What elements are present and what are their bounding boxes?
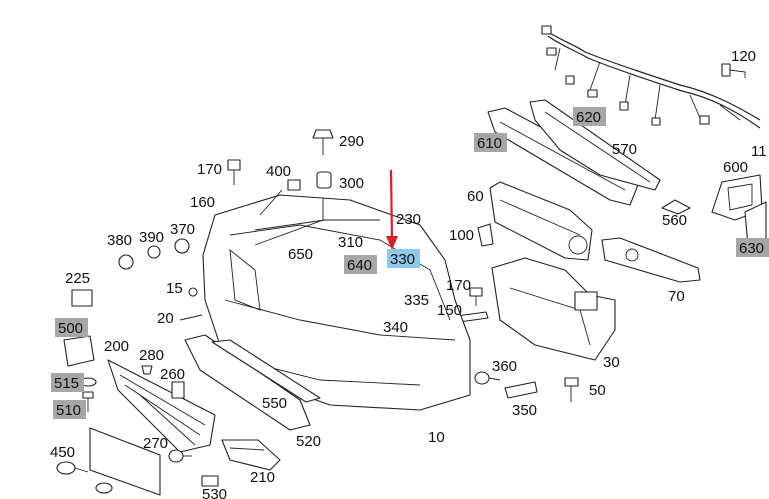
hl-610 [474,133,507,152]
label-160: 160 [190,194,215,211]
drawing-wiring-harness-120 [541,25,761,129]
label-600: 600 [723,159,748,176]
label-170-top: 170 [197,161,222,178]
drawing-crossmember-30 [491,257,616,361]
pointer-arrow-icon [386,169,398,250]
label-100: 100 [449,227,474,244]
drawing-clip-225 [71,289,93,307]
drawing-spoiler-550 [184,334,321,431]
drawing-screw-270b [168,449,192,463]
label-60: 60 [467,188,484,205]
label-550: 550 [262,395,287,412]
label-570: 570 [612,141,637,158]
drawing-bracket-500 [63,335,95,367]
drawing-carrier-60 [489,181,593,261]
drawing-clip-530 [201,475,219,487]
drawing-sleeve-300 [316,171,332,189]
label-280: 280 [139,347,164,364]
hl-640 [344,255,377,274]
label-650: 650 [288,246,313,263]
label-630: 630 [739,240,764,257]
drawing-bracket-260 [171,381,185,399]
hl-620 [573,107,606,126]
label-640: 640 [347,257,372,274]
label-225: 225 [65,270,90,287]
label-150: 150 [437,302,462,319]
part-labels: 120 11 620 610 570 600 560 630 60 100 70… [50,48,767,499]
label-11: 11 [751,143,767,160]
drawing-plate-270 [89,427,161,496]
drawing-bracket-570 [529,99,661,191]
hl-330 [387,249,420,268]
drawing-clip-560 [661,199,691,215]
label-380: 380 [107,232,132,249]
label-530: 530 [202,486,227,499]
drawing-screw-450 [56,461,89,475]
drawing-bracket-350 [504,381,538,399]
label-120: 120 [731,48,756,65]
label-300: 300 [339,175,364,192]
drawing-sensors-380-390-370 [118,238,190,270]
hl-515 [51,373,84,392]
label-450: 450 [50,444,75,461]
label-50: 50 [589,382,606,399]
leader-lines [254,189,380,246]
label-510: 510 [56,402,81,419]
label-70: 70 [668,288,685,305]
hl-630 [736,238,769,257]
drawing-clip-15 [188,287,198,297]
drawing-absorber-610 [487,107,641,206]
drawing-clip-280 [141,365,153,375]
drawing-wire-20 [179,314,203,321]
label-230: 230 [396,211,421,228]
label-515: 515 [54,375,79,392]
label-270: 270 [143,435,168,452]
label-20: 20 [157,310,174,327]
label-350: 350 [512,402,537,419]
drawing-screw-bottom [95,482,113,494]
drawing-lamp-grille-210 [221,439,281,471]
label-610: 610 [477,135,502,152]
label-15: 15 [166,280,183,297]
drawing-grille-200 [107,359,216,453]
drawing-nut-400 [287,179,301,191]
drawing-screw-290 [312,129,334,155]
drawing-screw-360 [474,371,501,385]
label-560: 560 [662,212,687,229]
drawing-screw-50 [564,377,579,402]
label-310: 310 [338,234,363,251]
label-170-mid: 170 [446,277,471,294]
hl-510 [53,400,86,419]
drawing-bracket-100 [477,223,494,247]
label-520: 520 [296,433,321,450]
drawing-bolt-170b [469,287,483,306]
label-10: 10 [428,429,445,446]
drawing-bolt-510 [82,391,94,412]
label-400: 400 [266,163,291,180]
drawing-beam-70 [601,237,701,283]
hl-500 [55,318,88,337]
label-200: 200 [104,338,129,355]
label-260: 260 [160,366,185,383]
label-highlights [51,107,769,419]
label-390: 390 [139,229,164,246]
label-370: 370 [170,221,195,238]
label-290: 290 [339,133,364,150]
drawing-bolt-170 [227,159,241,185]
label-340: 340 [383,319,408,336]
label-335: 335 [404,292,429,309]
label-500: 500 [58,320,83,337]
label-360: 360 [492,358,517,375]
label-210: 210 [250,469,275,486]
label-620: 620 [576,109,601,126]
label-30: 30 [603,354,620,371]
label-330: 330 [390,251,415,268]
